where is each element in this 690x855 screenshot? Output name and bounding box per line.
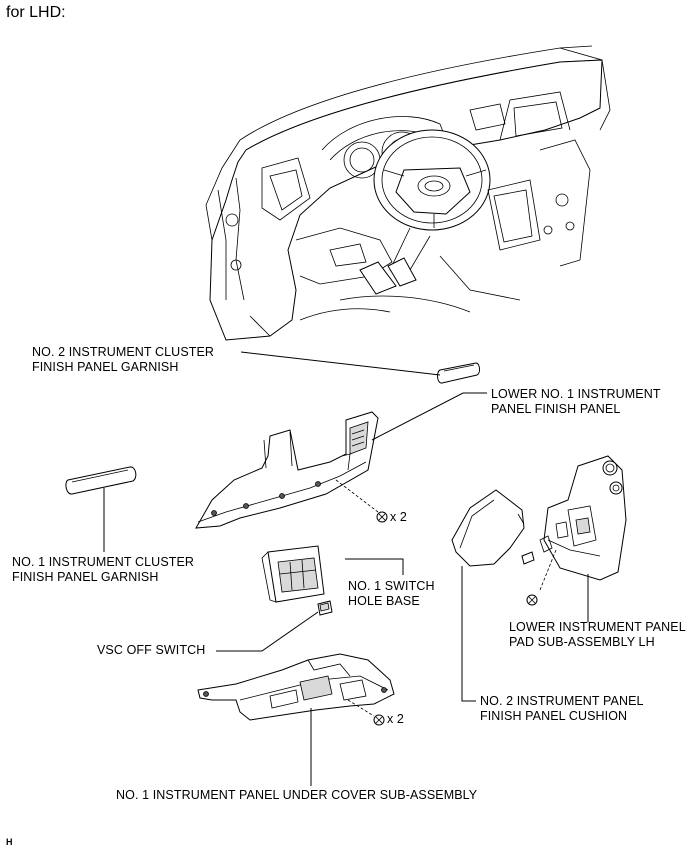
label-no1-under-cover: NO. 1 INSTRUMENT PANEL UNDER COVER SUB-A… [116,788,478,802]
no2-finish-panel-cushion-part [452,490,524,566]
label-no2-finish-cushion: NO. 2 INSTRUMENT PANEL FINISH PANEL CUSH… [480,694,644,723]
label-vsc-off-switch: VSC OFF SWITCH [97,643,206,657]
leader-no2-finish-cushion [462,566,476,701]
lower-no1-finish-panel-part [196,412,378,528]
finish-panel-screw-icon [377,512,387,522]
label-lower-no1-finish-panel: LOWER NO. 1 INSTRUMENT PANEL FINISH PANE… [491,387,661,416]
no1-cluster-finish-panel-garnish-part [66,467,136,494]
no2-cluster-finish-panel-garnish-part [438,363,480,383]
leader-vsc-off-switch [216,612,318,651]
leader-no2-cluster-garnish [241,352,440,375]
lower-pad-sub-assembly-lh-part [540,456,626,580]
pad-screw-icon [527,595,537,605]
screw-dash-line-pad [540,550,556,590]
label-no1-switch-hole-base: NO. 1 SWITCH HOLE BASE [348,579,435,608]
leader-no1-switch-hole-base [345,559,403,575]
under-cover-screw-icon [374,715,384,725]
label-no2-cluster-garnish: NO. 2 INSTRUMENT CLUSTER FINISH PANEL GA… [32,345,215,374]
diagram-heading: for LHD: [6,4,66,21]
no1-switch-hole-base-part [262,546,324,602]
vsc-off-switch-part [318,601,332,615]
no1-under-cover-sub-assembly-part [198,654,394,720]
screw-dash-line-finish-panel [336,480,378,512]
under-cover-screw-count: x 2 [387,712,404,726]
finish-panel-screw-count: x 2 [390,510,407,524]
label-lower-pad-lh: LOWER INSTRUMENT PANEL PAD SUB-ASSEMBLY … [509,620,686,649]
cushion-clip-icon [522,552,534,564]
illustration-code: H [6,837,13,847]
screw-dash-line-under-cover [348,700,374,716]
leader-lower-no1-finish-panel [372,393,487,440]
label-no1-cluster-garnish: NO. 1 INSTRUMENT CLUSTER FINISH PANEL GA… [12,555,195,584]
dashboard-overview-illustration [206,46,610,340]
